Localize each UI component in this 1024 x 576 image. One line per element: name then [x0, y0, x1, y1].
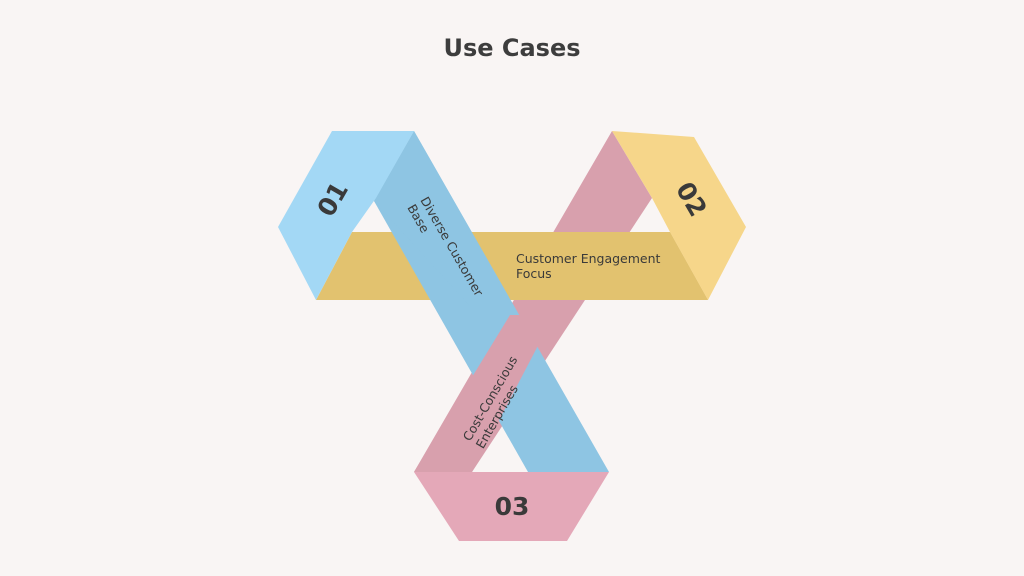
item-02-label-line-2: Focus	[516, 266, 552, 281]
page-title: Use Cases	[443, 34, 581, 62]
corner-02	[612, 131, 746, 300]
corner-03	[414, 472, 609, 541]
corner-01	[278, 131, 414, 300]
band-blue-over	[374, 131, 514, 306]
item-02-label-line-1: Customer Engagement	[516, 251, 661, 266]
band-yellow-over	[507, 232, 708, 300]
item-02-label: Customer Engagement Focus	[516, 251, 661, 281]
item-03-number: 03	[495, 492, 530, 521]
band-pink-over	[414, 315, 554, 472]
